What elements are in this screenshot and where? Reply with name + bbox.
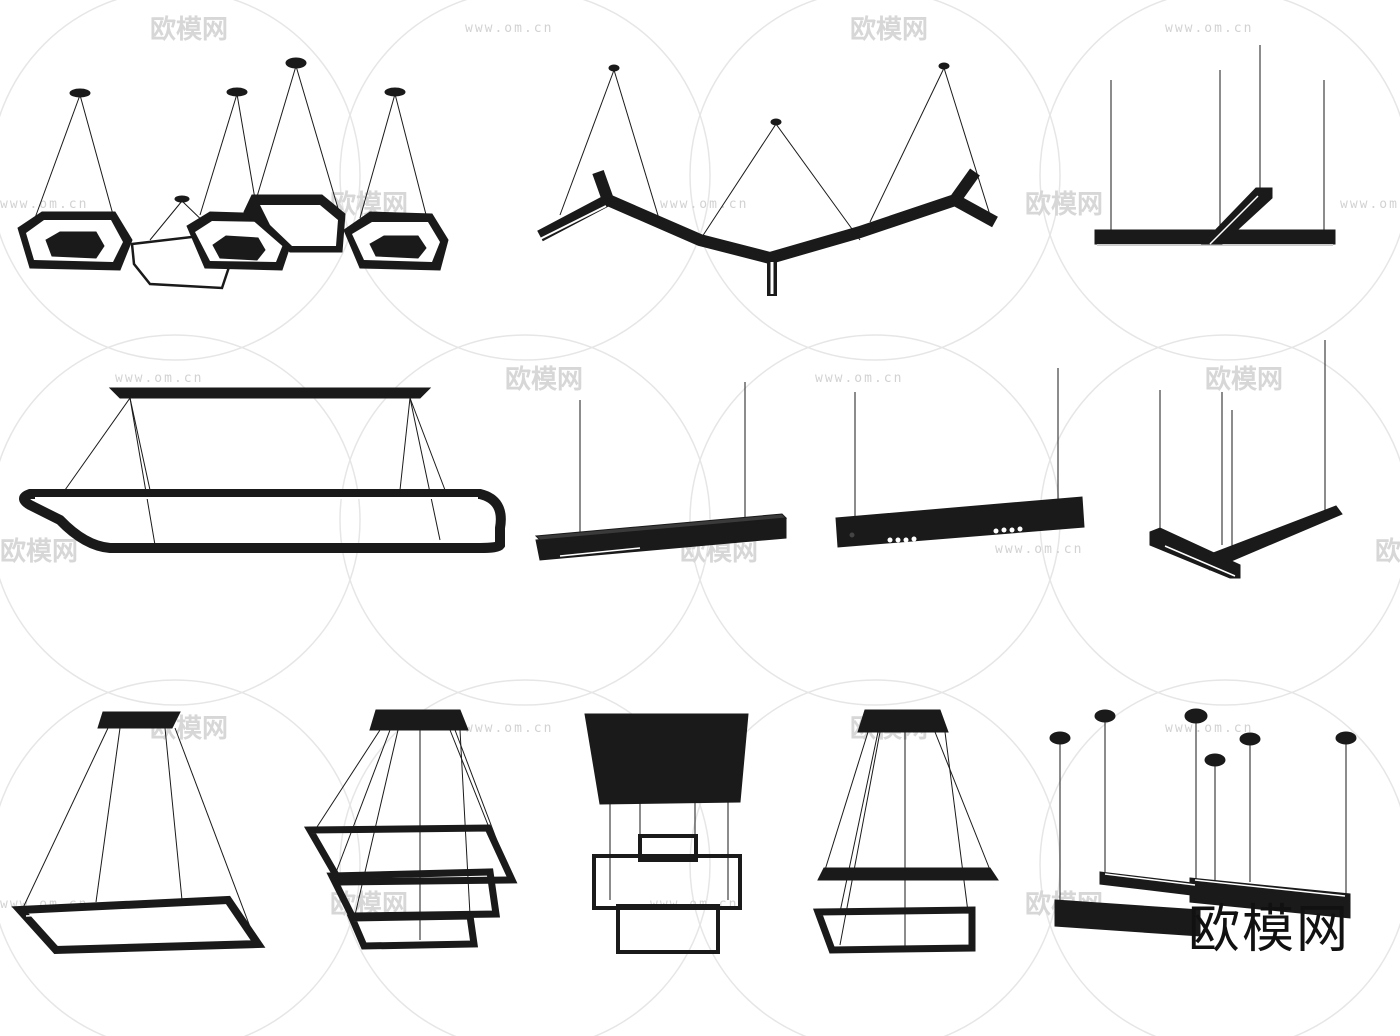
watermark-2: 欧模网 www.om.cn [850, 14, 1253, 45]
linear-spotlight-bar-pendant [835, 368, 1085, 548]
rounded-rectangle-ring-pendant [19, 387, 506, 553]
watermark-1: 欧模网 www.om.cn [150, 14, 553, 45]
watermark-url: www.om.cn [115, 371, 203, 386]
watermark-brand: 欧模网 [1025, 189, 1103, 220]
hexagon-cluster-pendant [17, 57, 449, 290]
watermark-brand: 欧模网 [505, 364, 583, 395]
watermark-url: www.om.cn [1165, 721, 1253, 736]
t-cross-linear-pendant [1094, 45, 1336, 246]
watermark-url: www.om.cn [1340, 197, 1400, 212]
y-branch-linear-pendant [537, 62, 998, 296]
watermark-brand: 欧模网 [850, 14, 928, 45]
watermark-url: www.om.cn [1165, 21, 1253, 36]
watermark-url: www.om.cn [995, 542, 1083, 557]
triple-square-ring-pendant [303, 709, 518, 950]
l-shape-linear-pendant [1149, 340, 1343, 579]
watermark-url: www.om.cn [660, 197, 748, 212]
watermark-url: www.om.cn [0, 197, 88, 212]
staggered-linear-pendants [1049, 708, 1357, 937]
watermark-brand: 欧模网 [1375, 536, 1400, 567]
watermark-brand: 欧模网 [0, 536, 78, 567]
brand-caption: 欧模网 [1187, 900, 1350, 960]
watermark-brand: 欧模网 [150, 14, 228, 45]
single-square-ring-pendant [11, 711, 266, 955]
watermark-url: www.om.cn [465, 21, 553, 36]
vertical-square-frames-pendant [584, 713, 749, 954]
double-square-ring-pendant [813, 709, 999, 954]
watermark-brand: 欧模网 [1205, 364, 1283, 395]
watermark-4: www.om.cn 欧模网 www.om.cn 欧模网 [115, 364, 1283, 395]
watermark-url: www.om.cn [815, 371, 903, 386]
linear-bar-pendant [534, 382, 788, 561]
watermark-url: www.om.cn [465, 721, 553, 736]
